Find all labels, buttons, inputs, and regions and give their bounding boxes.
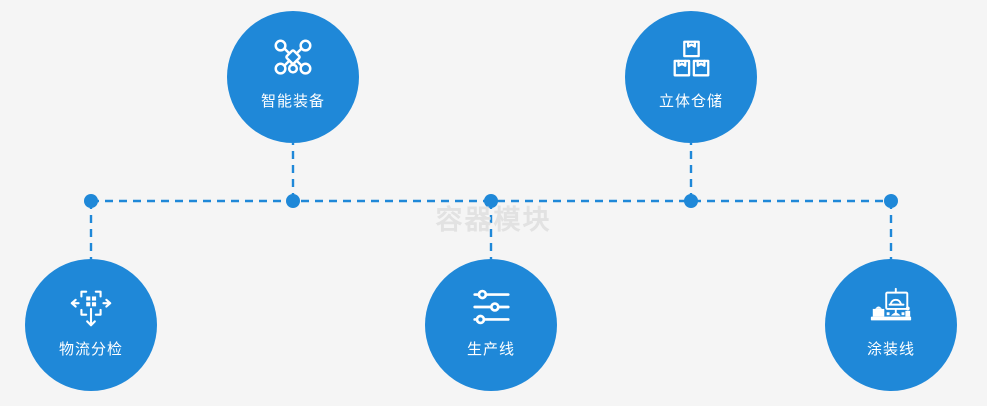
node-coating-line[interactable]: 涂装线: [825, 259, 957, 391]
node-label-production-line: 生产线: [466, 341, 515, 358]
network-nodes-icon: [270, 36, 316, 82]
node-production-line[interactable]: 生产线: [425, 259, 557, 391]
junction-dot-stereo-warehouse[interactable]: [684, 194, 698, 208]
junction-dot-smart-equipment[interactable]: [286, 194, 300, 208]
paint-booth-icon: [868, 284, 914, 330]
junction-dot-logistics-sorting[interactable]: [84, 194, 98, 208]
node-label-stereo-warehouse: 立体仓储: [658, 93, 723, 110]
node-logistics-sorting[interactable]: 物流分检: [25, 259, 157, 391]
stacked-boxes-icon: [668, 36, 714, 82]
sorting-scan-icon: [68, 284, 114, 330]
junction-dot-coating-line[interactable]: [884, 194, 898, 208]
junction-dot-production-line[interactable]: [484, 194, 498, 208]
sliders-icon: [468, 284, 514, 330]
node-smart-equipment[interactable]: 智能装备: [227, 11, 359, 143]
node-stereo-warehouse[interactable]: 立体仓储: [625, 11, 757, 143]
node-label-logistics-sorting: 物流分检: [58, 341, 123, 358]
node-label-coating-line: 涂装线: [866, 341, 915, 358]
node-label-smart-equipment: 智能装备: [260, 93, 325, 110]
